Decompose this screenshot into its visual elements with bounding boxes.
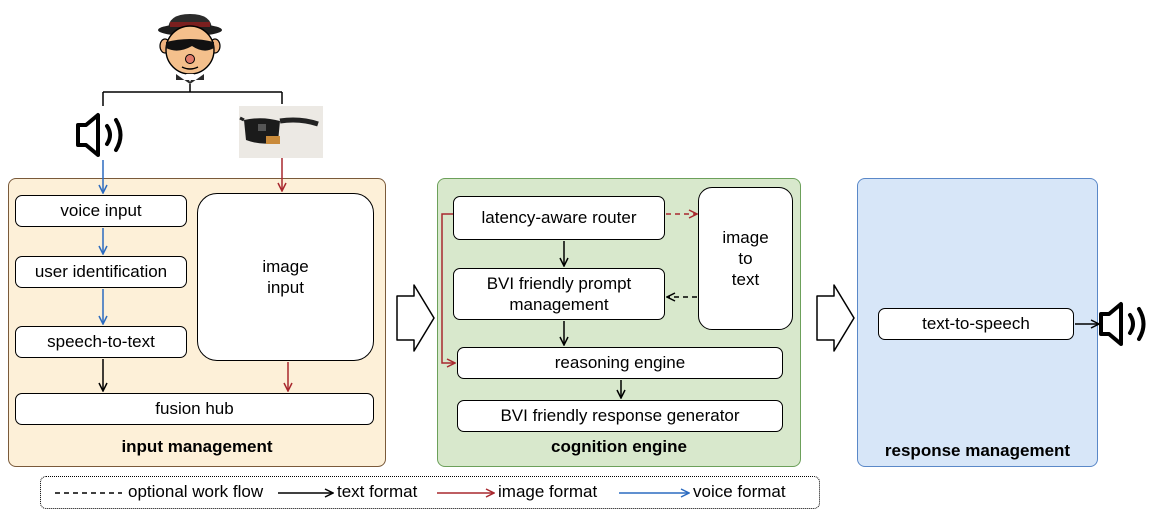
reasoning-engine-label: reasoning engine (554, 353, 686, 373)
image-input-label-line1: image (262, 256, 309, 276)
speech-to-text-box: speech-to-text (15, 326, 187, 358)
response-generator-label: BVI friendly response generator (500, 406, 740, 426)
prompt-management-label-line2: management (509, 295, 609, 314)
text-to-speech-box: text-to-speech (878, 308, 1074, 340)
image-to-text-box: image to text (698, 187, 793, 330)
speaker-icon (76, 113, 123, 157)
response-generator-box: BVI friendly response generator (457, 400, 783, 432)
image-input-box: image input (197, 193, 374, 361)
cognition-engine-title: cognition engine (551, 437, 687, 456)
prompt-management-label-line1: BVI friendly prompt (486, 273, 632, 293)
text-to-speech-label: text-to-speech (922, 314, 1030, 334)
fusion-hub-label: fusion hub (155, 399, 234, 419)
legend-image-format-label: image format (498, 482, 598, 501)
voice-input-box: voice input (15, 195, 187, 227)
prompt-management-box: BVI friendly prompt management (453, 268, 665, 320)
voice-input-label: voice input (60, 201, 142, 221)
latency-aware-router-box: latency-aware router (453, 196, 665, 240)
image-to-text-label-line2: to (738, 248, 753, 268)
speech-to-text-label: speech-to-text (47, 332, 155, 352)
legend-optional-label: optional work flow (128, 482, 264, 501)
response-management-title: response management (884, 441, 1071, 460)
legend-voice-format-label: voice format (693, 482, 786, 501)
image-to-text-label-line1: image (722, 227, 769, 247)
block-arrow-icon (816, 284, 855, 352)
latency-aware-router-label: latency-aware router (481, 208, 637, 228)
user-identification-label: user identification (34, 262, 168, 282)
image-to-text-label-line3: text (731, 270, 760, 290)
smart-glasses-image (239, 106, 323, 158)
block-arrow-icon (396, 284, 435, 352)
user-avatar-icon (158, 14, 222, 84)
input-management-title: input management (121, 437, 273, 456)
legend-box (40, 476, 820, 509)
user-identification-box: user identification (15, 256, 187, 288)
reasoning-engine-box: reasoning engine (457, 347, 783, 379)
legend-text-format-label: text format (337, 482, 418, 501)
fusion-hub-box: fusion hub (15, 393, 374, 425)
image-input-label-line2: input (267, 278, 304, 297)
speaker-icon (1099, 302, 1146, 346)
